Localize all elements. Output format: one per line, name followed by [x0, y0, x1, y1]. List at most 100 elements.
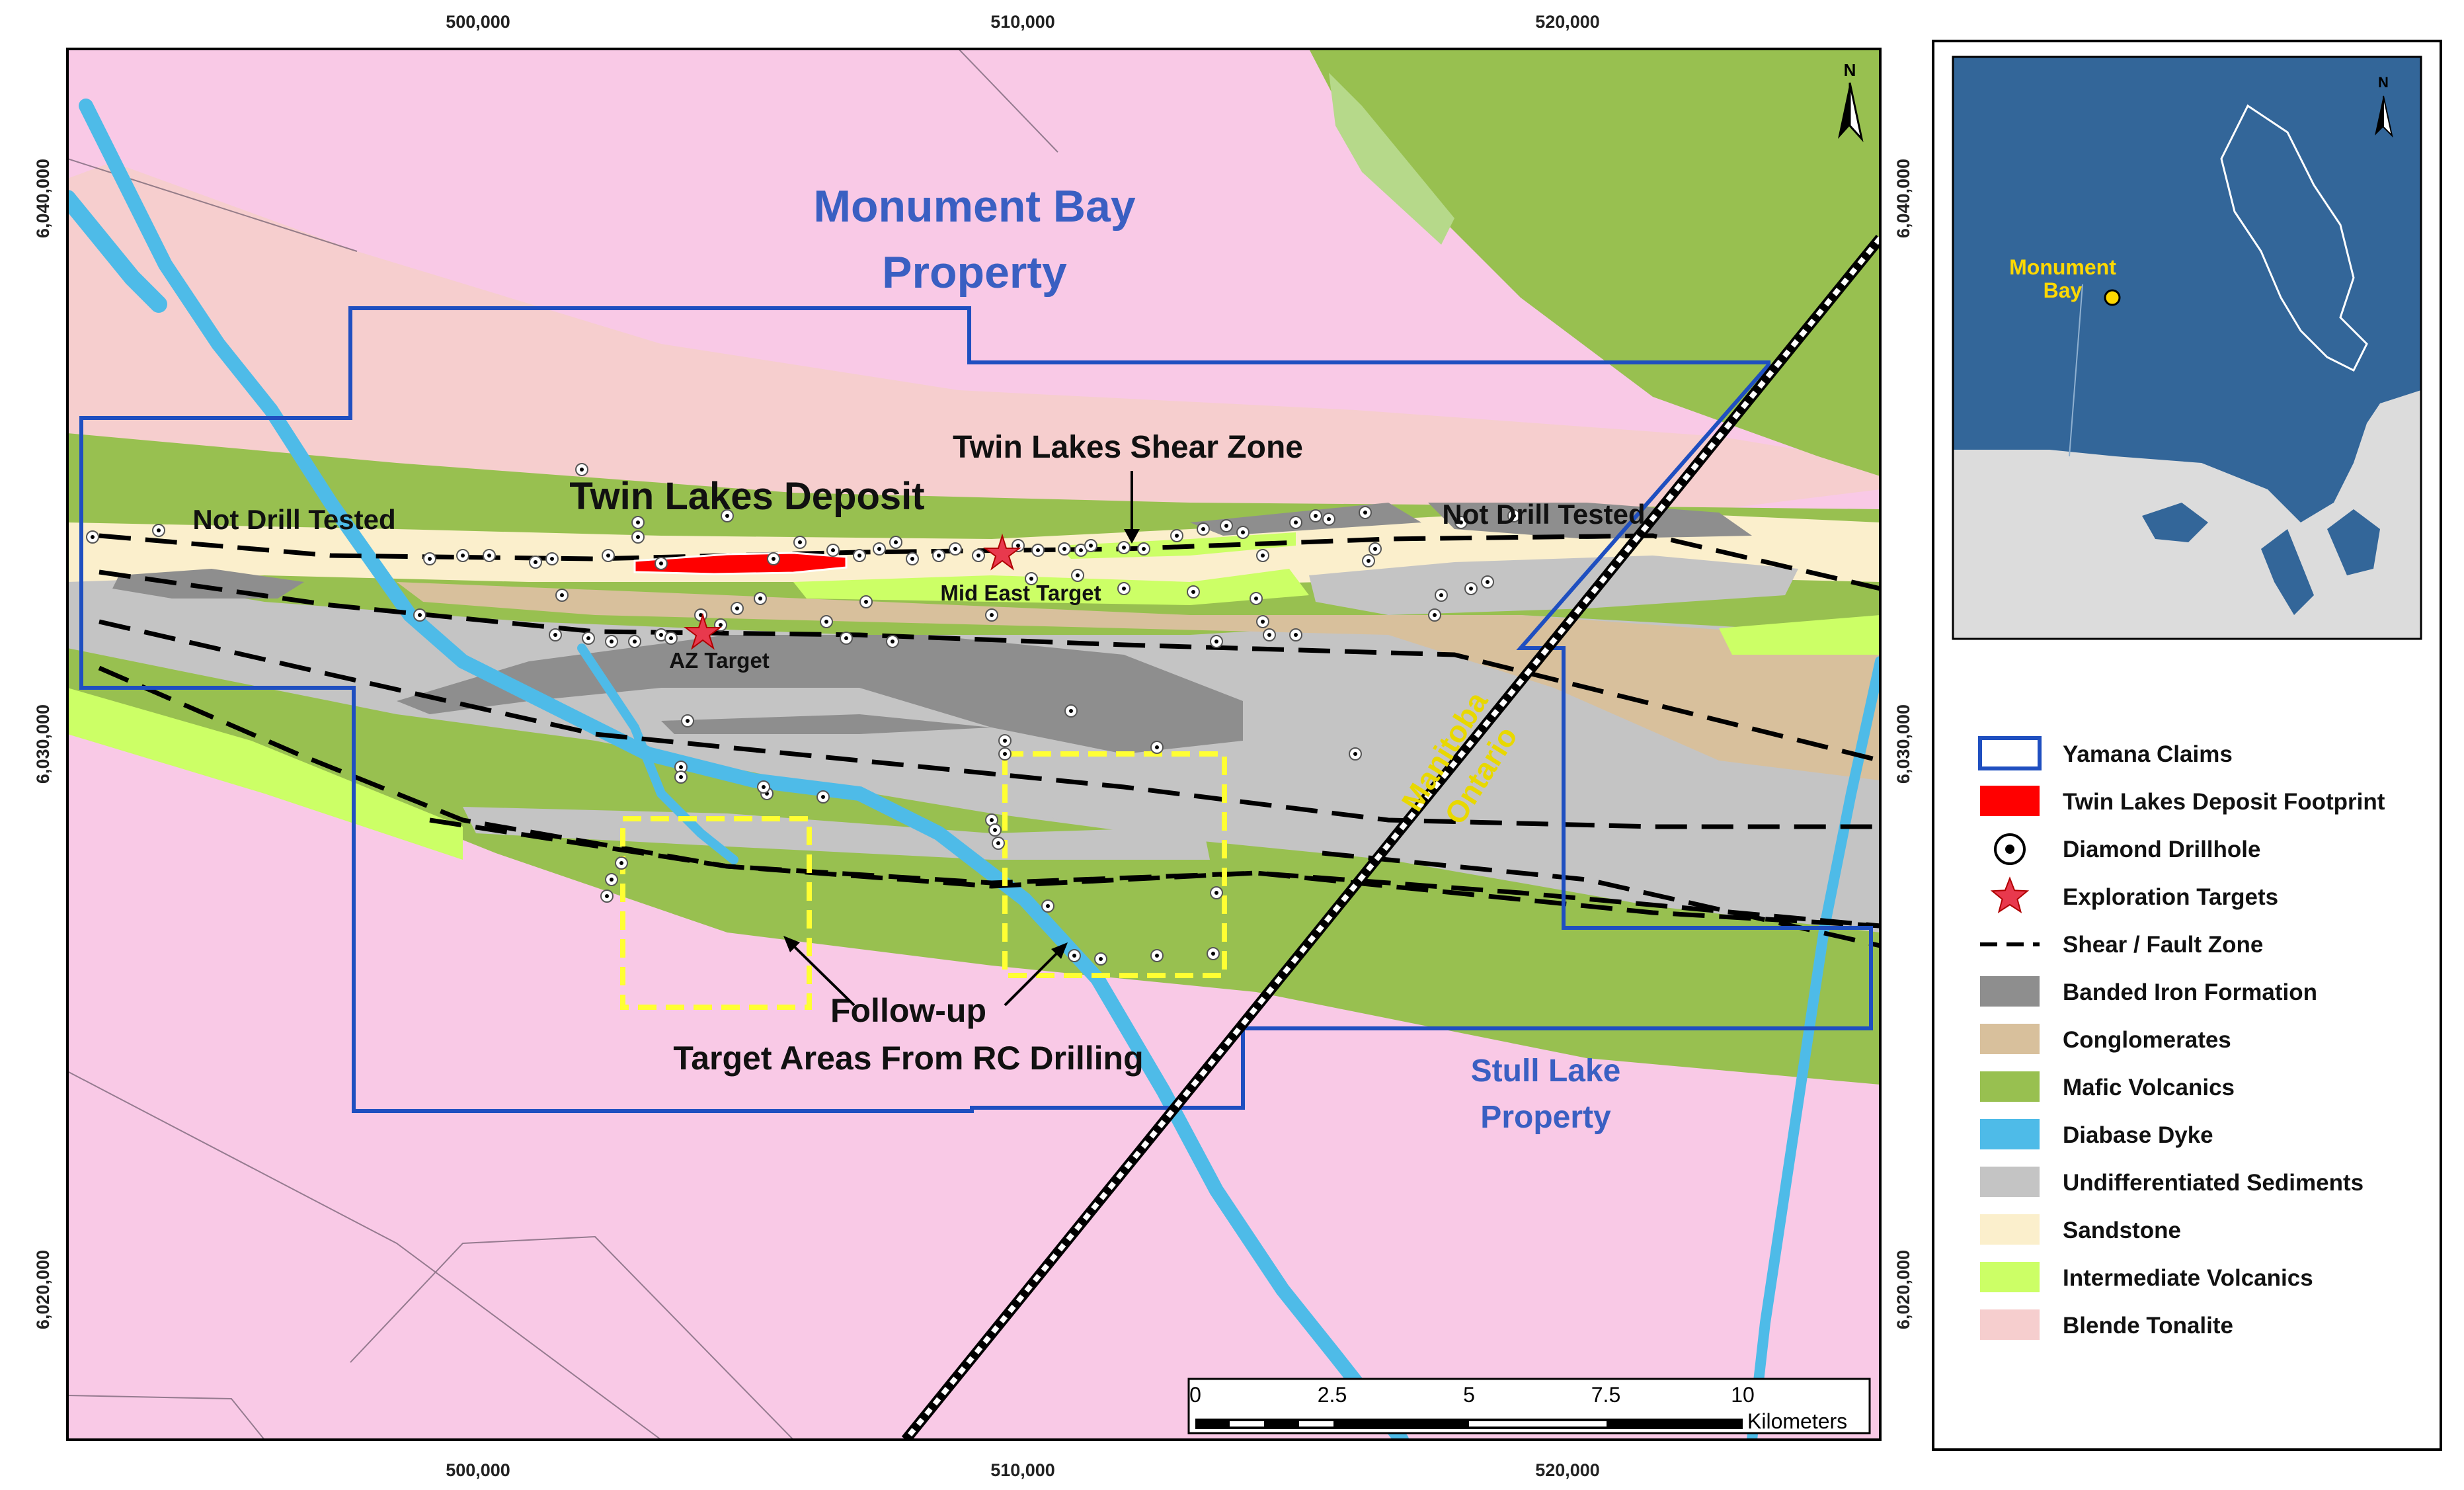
drillhole-dot — [1175, 534, 1179, 538]
drillhole-dot — [1142, 547, 1146, 551]
drillhole-dot — [1294, 633, 1298, 637]
legend-item: Diamond Drillhole — [1994, 833, 2260, 865]
inset-border — [2069, 284, 2083, 457]
drillhole-dot — [1079, 548, 1083, 552]
drillhole-dot — [605, 894, 609, 898]
drillhole-dot — [428, 557, 432, 561]
drillhole-dot — [762, 785, 766, 789]
inset-lake-superior — [2142, 503, 2208, 542]
conglomerates — [397, 582, 1880, 780]
drillhole-dot — [610, 878, 614, 882]
drillhole-dot — [1089, 544, 1093, 548]
drillhole-dot — [1122, 587, 1126, 591]
inset-location-marker — [2104, 289, 2121, 306]
y-tick-left-0: 6,040,000 — [33, 159, 53, 238]
legend-label: Diamond Drillhole — [2063, 837, 2260, 862]
drillhole-dot — [1029, 577, 1033, 581]
not-drill-tested-east: Not Drill Tested — [1442, 499, 1645, 530]
legend-item: Sandstone — [1980, 1214, 2181, 1245]
north-arrow: N — [1838, 60, 1864, 143]
y-tick-left-1: 6,030,000 — [33, 704, 53, 784]
drillhole-dot — [993, 828, 997, 832]
drillhole-dot — [719, 623, 723, 627]
x-tick-top-2: 520,000 — [1535, 12, 1600, 32]
y-ticks-right: 6,040,000 6,030,000 6,020,000 — [1893, 159, 1913, 1329]
x-tick-top-1: 510,000 — [990, 12, 1055, 32]
bif-central — [397, 635, 1243, 754]
scale-label-0: 0 — [1189, 1383, 1201, 1407]
legend-label: Intermediate Volcanics — [2063, 1265, 2313, 1291]
drillhole-dot — [418, 613, 422, 617]
drillhole-dot — [1036, 548, 1040, 552]
legend-item: Conglomerates — [1980, 1024, 2231, 1054]
sediments-main — [67, 569, 1880, 932]
followup-line2: Target Areas From RC Drilling — [673, 1040, 1143, 1077]
drillhole-dot — [669, 636, 673, 640]
drillhole-dot — [679, 775, 683, 779]
scale-label-2: 5 — [1463, 1383, 1475, 1407]
legend-item: Shear / Fault Zone — [1980, 932, 2263, 958]
drillhole-dot — [1367, 559, 1371, 563]
legend-item: Yamana Claims — [1978, 736, 2233, 770]
drillhole-dot — [1211, 952, 1215, 956]
legend-symbol — [1990, 876, 2030, 913]
drillhole-dot — [686, 719, 690, 723]
drillhole-dot — [844, 636, 848, 640]
drillhole-dot — [990, 818, 994, 822]
drillhole-dot — [735, 606, 739, 610]
drillhole-dot — [1214, 891, 1218, 895]
bif-west — [112, 569, 304, 599]
drillhole-dot — [1003, 752, 1007, 756]
drillhole-dot — [857, 554, 861, 558]
drillhole-dot — [831, 548, 835, 552]
drillhole-dot — [636, 535, 640, 539]
scale-label-4: 10 — [1731, 1383, 1755, 1407]
x-tick-top-0: 500,000 — [446, 12, 510, 32]
legend-symbol — [1994, 833, 2026, 865]
stull-line2: Property — [1480, 1100, 1611, 1135]
drillhole-dot — [1469, 587, 1473, 591]
scale-unit: Kilometers — [1747, 1409, 1847, 1433]
drillhole-dot — [1191, 590, 1195, 594]
drillhole-dot — [1241, 530, 1245, 534]
diabase-dykes — [67, 99, 1880, 1440]
mid-east-target-label: Mid East Target — [940, 581, 1101, 605]
legend-label: Diabase Dyke — [2063, 1122, 2213, 1148]
deposit-label: Twin Lakes Deposit — [569, 475, 924, 518]
drillhole-dot — [487, 554, 491, 558]
drillhole-dot — [758, 597, 762, 600]
drillhole-dot — [1512, 514, 1516, 518]
drillhole-dot — [953, 547, 957, 551]
az-target-label: AZ Target — [669, 648, 770, 673]
y-tick-left-2: 6,020,000 — [33, 1250, 53, 1329]
drillhole-dot — [659, 633, 663, 637]
drillhole-dot — [1003, 739, 1007, 743]
drillhole-dot — [91, 535, 95, 539]
sediments-east-lens — [1309, 556, 1798, 615]
drillhole-dot — [864, 600, 868, 604]
drillhole-dot — [1016, 544, 1020, 548]
scale-label-3: 7.5 — [1591, 1383, 1620, 1407]
drillhole-dot — [1201, 527, 1205, 531]
legend-label: Twin Lakes Deposit Footprint — [2063, 789, 2385, 815]
drillhole-dot — [1294, 520, 1298, 524]
legend-item: Undifferentiated Sediments — [1980, 1167, 2364, 1197]
inset-north-label: N — [2378, 74, 2389, 91]
drillhole-dot — [560, 593, 564, 597]
sediments-lens — [463, 807, 1210, 860]
shear-zone-label: Twin Lakes Shear Zone — [953, 430, 1303, 465]
drillhole-dot — [1261, 554, 1265, 558]
contact-lines — [67, 49, 1058, 1440]
drillhole-dot — [550, 557, 554, 561]
drillhole-dot — [821, 795, 825, 799]
drillhole-dot — [534, 560, 537, 564]
legend-symbol — [1980, 1071, 2040, 1102]
title-line1: Monument Bay — [813, 181, 1136, 231]
y-ticks-left: 6,040,000 6,030,000 6,020,000 — [33, 159, 53, 1329]
legend-label: Blende Tonalite — [2063, 1313, 2233, 1339]
drillhole-dot — [461, 554, 465, 558]
x-tick-bottom-0: 500,000 — [446, 1460, 510, 1480]
drillhole-dot — [1069, 709, 1073, 713]
legend-label: Mafic Volcanics — [2063, 1075, 2235, 1100]
